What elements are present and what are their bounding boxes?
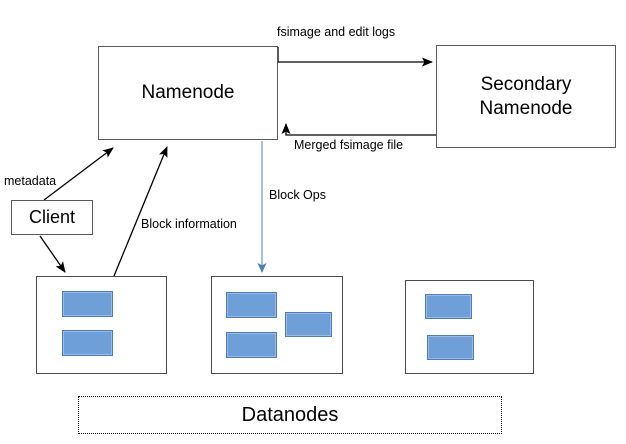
edge-merged-fsimage xyxy=(281,123,436,136)
node-datanode-1[interactable] xyxy=(36,276,167,374)
edge-label-block-information: Block information xyxy=(141,217,237,231)
node-secondary-namenode[interactable]: Secondary Namenode xyxy=(436,45,616,148)
edge-label-merged-fsimage: Merged fsimage file xyxy=(294,138,404,152)
data-block xyxy=(427,335,474,360)
node-namenode[interactable]: Namenode xyxy=(98,46,278,140)
data-block xyxy=(62,291,113,317)
edge-block-information xyxy=(113,146,168,277)
data-block xyxy=(226,332,277,358)
node-datanode-3[interactable] xyxy=(405,280,534,374)
data-block xyxy=(62,330,113,356)
edge-label-block-ops: Block Ops xyxy=(269,188,326,202)
node-datanode-2[interactable] xyxy=(211,276,343,374)
edge-label-metadata: metadata xyxy=(4,174,57,188)
data-block xyxy=(425,294,472,319)
node-client[interactable]: Client xyxy=(11,200,93,235)
edge-fsimage-edit-logs xyxy=(277,47,433,67)
data-block xyxy=(285,312,332,337)
datanodes-group-label: Datanodes xyxy=(78,396,502,434)
data-block xyxy=(226,292,277,318)
edge-client-to-datanode xyxy=(39,235,66,273)
edge-label-fsimage-edit-logs: fsimage and edit logs xyxy=(277,25,396,39)
